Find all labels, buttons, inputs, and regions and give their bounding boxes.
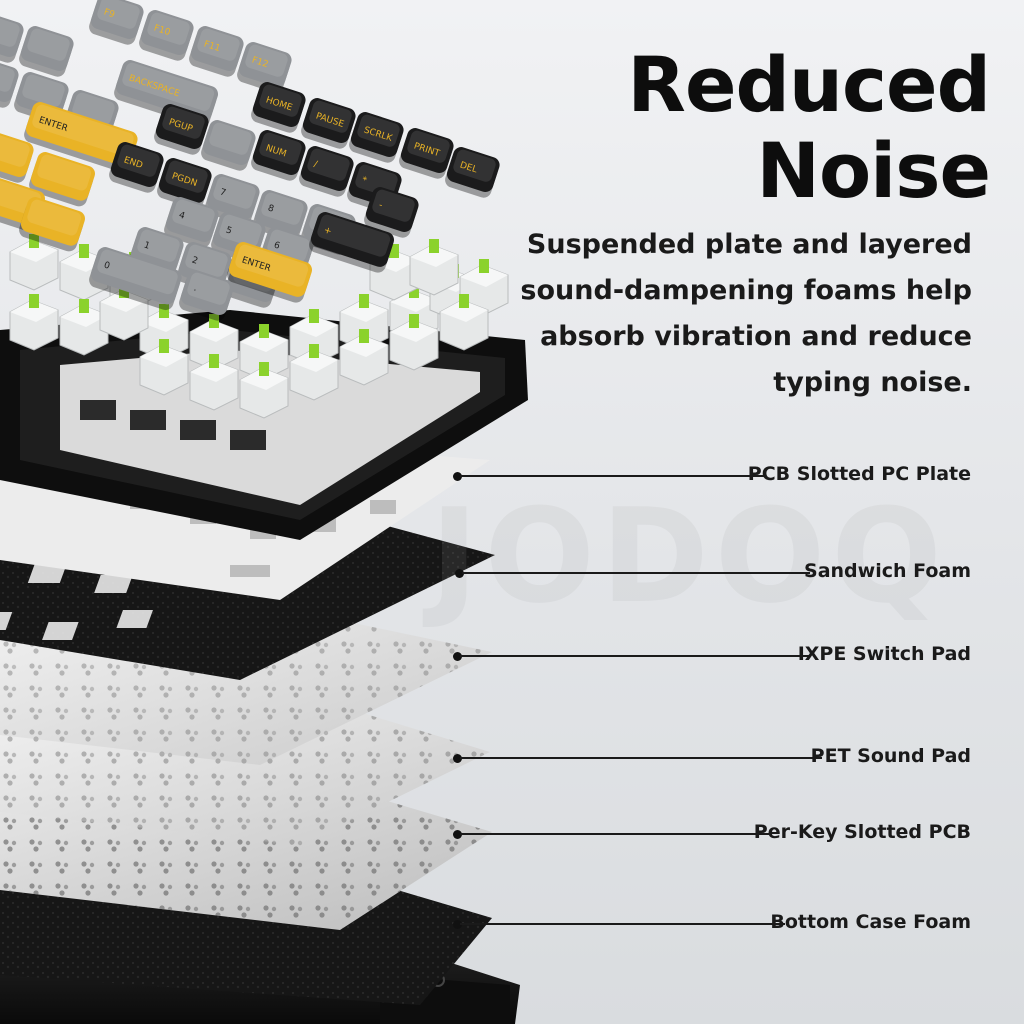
keycap: ENTER (227, 242, 313, 303)
callout-label: Bottom Case Foam (770, 911, 971, 933)
keycap (19, 26, 74, 77)
keycap-legend: 4 (177, 210, 186, 221)
keycap-legend: 0 (102, 260, 111, 271)
callout-label: Sandwich Foam (804, 560, 971, 582)
page-title: Reduced Noise (470, 40, 991, 215)
switch-cluster (9, 234, 509, 419)
keycap: END (109, 142, 164, 193)
keycap-legend: F9 (102, 7, 116, 20)
keycap-legend: / (312, 159, 319, 170)
keycap: PRINT (399, 128, 454, 179)
callout-dot (455, 569, 464, 578)
keycap (19, 197, 85, 252)
callout-label: Per-Key Slotted PCB (753, 821, 971, 843)
switch (239, 362, 289, 419)
keycap: F11 (189, 26, 244, 77)
switch (339, 329, 389, 386)
title-line-1: Reduced (627, 40, 991, 129)
keycap: + (309, 212, 395, 273)
callout-line (460, 833, 770, 835)
keycap-legend: F11 (202, 39, 221, 54)
switch (289, 309, 339, 366)
feature-description: Suspended plate and layered sound-dampen… (520, 229, 972, 398)
keycap (0, 132, 34, 183)
title-line-2: Noise (756, 126, 991, 215)
switch (139, 339, 189, 396)
keycap: F9 (89, 0, 144, 45)
callout-dot (453, 920, 462, 929)
brand-watermark: JODOQ (430, 480, 948, 632)
callout-pet-sound-pad: PET Sound Pad (0, 743, 1024, 773)
keycap-legend: 2 (190, 255, 199, 266)
keycap (0, 57, 19, 108)
keycap-legend: 8 (266, 203, 275, 214)
callout-label: IXPE Switch Pad (797, 643, 971, 665)
callout-dot (453, 472, 462, 481)
callout-line (460, 757, 822, 759)
switch (59, 299, 109, 356)
switch (239, 324, 289, 381)
keycap-legend: 1 (142, 240, 151, 251)
callout-label: PCB Slotted PC Plate (747, 463, 971, 485)
keycap: F12 (237, 42, 292, 93)
switch (289, 344, 339, 401)
callout-dot (453, 830, 462, 839)
callout-line (460, 655, 810, 657)
switch (99, 284, 149, 341)
keycap-legend: . (192, 283, 198, 293)
keycap: PGDN (157, 158, 212, 209)
callout-per-key-slotted-pcb: Per-Key Slotted PCB (0, 819, 1024, 849)
keycap: F10 (139, 10, 194, 61)
callout-dot (453, 754, 462, 763)
keycap: DEL (445, 147, 500, 198)
switch (139, 304, 189, 361)
keycap (201, 120, 256, 171)
keycap-legend: 5 (224, 225, 233, 236)
keycap-legend: 6 (272, 240, 281, 251)
switch (439, 294, 489, 351)
keycap-legend: + (322, 225, 332, 237)
keycap: 4 (164, 197, 219, 248)
switch (189, 354, 239, 411)
switch (189, 314, 239, 371)
keycap: - (364, 187, 419, 238)
switch (389, 314, 439, 371)
keycap-legend: F12 (250, 55, 269, 70)
callout-line (462, 572, 810, 574)
switch (9, 234, 59, 291)
switch (9, 294, 59, 351)
keycap: . (179, 270, 234, 321)
keycap: SCRLK (349, 112, 404, 163)
keycap: NUM (251, 130, 306, 181)
switch (339, 294, 389, 351)
keycap: 5 (211, 212, 266, 263)
keycap: PGUP (154, 104, 209, 155)
keycap: ENTER (24, 102, 138, 172)
callout-sandwich-foam: Sandwich Foam (0, 558, 1024, 588)
keycap: / (299, 146, 354, 197)
keycap-cluster: F9F10F11F12BACKSPACEHOMEPAUSESCRLKPRINTE… (0, 0, 500, 321)
keycap (29, 152, 95, 207)
callout-pcb-slotted-pc-plate: PCB Slotted PC Plate (0, 461, 1024, 491)
callout-label: PET Sound Pad (810, 745, 971, 767)
keycap: 0 (89, 247, 182, 311)
callout-line (460, 923, 785, 925)
keycap: PAUSE (301, 98, 356, 149)
keycap (0, 12, 24, 63)
keycap: HOME (251, 82, 306, 133)
callout-ixpe-switch-pad: IXPE Switch Pad (0, 641, 1024, 671)
callout-line (460, 475, 765, 477)
keycap: 8 (253, 190, 308, 241)
keycap-legend: F10 (152, 23, 171, 38)
keycap-legend: 7 (218, 187, 227, 198)
callout-bottom-case-foam: Bottom Case Foam (0, 909, 1024, 939)
switch (409, 239, 459, 296)
keycap-legend: - (377, 200, 383, 211)
switch (459, 259, 509, 316)
callout-dot (453, 652, 462, 661)
keycap-legend: * (360, 175, 368, 186)
